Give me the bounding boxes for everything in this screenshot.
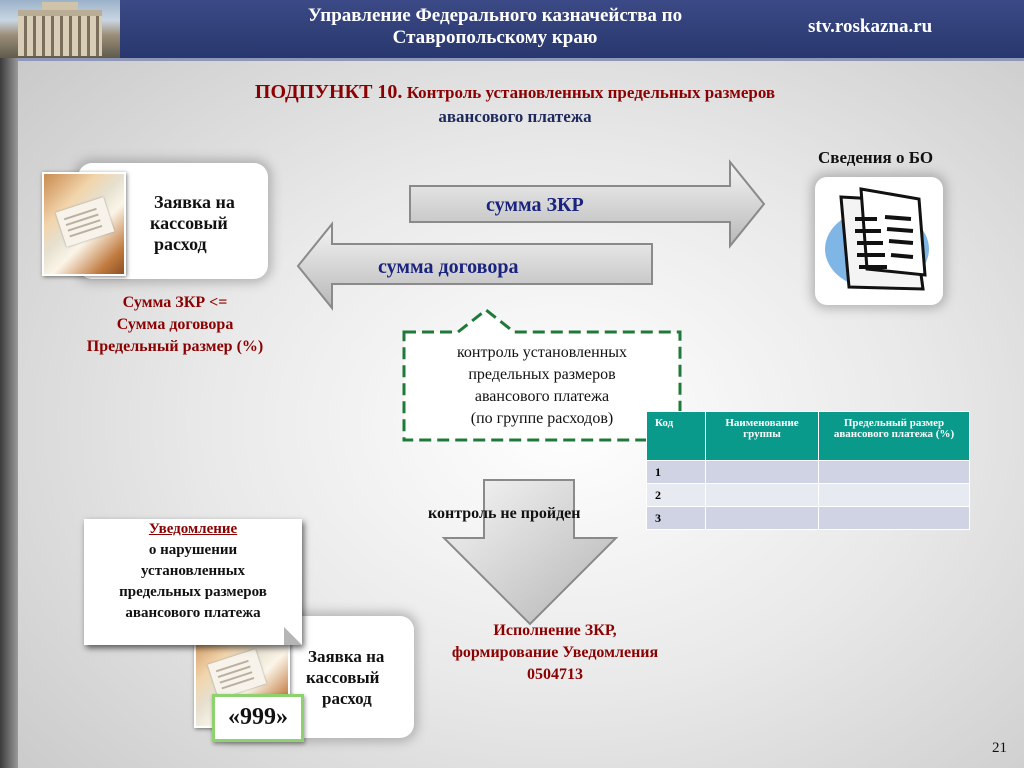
arrow-zkr-label: сумма ЗКР <box>486 194 584 216</box>
table-cell <box>705 483 819 507</box>
header-title: Управление Федерального казначейства по … <box>200 5 790 49</box>
title-line2: авансового платежа <box>438 107 592 126</box>
building-photo <box>0 0 120 58</box>
table-cell <box>818 483 970 507</box>
table-header-row: Код Наименование группы Предельный разме… <box>646 411 970 461</box>
control-failed-label: контроль не пройден <box>428 505 581 522</box>
left-edge-decoration <box>0 58 18 768</box>
table-header-limit: Предельный размер авансового платежа (%) <box>818 411 970 461</box>
request-card-bottom-label: Заявка на кассовый расход <box>306 647 385 708</box>
title-prefix: ПОДПУНКТ 10. <box>254 81 403 103</box>
page-title: ПОДПУНКТ 10. Контроль установленных пред… <box>80 80 950 129</box>
condition-text: Сумма ЗКР <= Сумма договора Предельный р… <box>86 294 264 355</box>
violation-notice: Уведомление о нарушении установленных пр… <box>84 519 302 645</box>
documents-icon <box>825 187 929 291</box>
table-cell: 1 <box>646 460 706 484</box>
table-row: 1 <box>646 460 970 484</box>
header-url[interactable]: stv.roskazna.ru <box>808 16 933 37</box>
table-cell <box>705 460 819 484</box>
table-row: 2 <box>646 483 970 507</box>
table-cell: 3 <box>646 506 706 530</box>
title-line1: Контроль установленных предельных размер… <box>402 83 776 102</box>
arrow-down <box>441 479 619 626</box>
header-title-line2: Ставропольскому краю <box>392 27 598 48</box>
table-cell: 2 <box>646 483 706 507</box>
execution-text: Исполнение ЗКР, формирование Уведомления… <box>451 622 659 683</box>
control-callout <box>402 308 682 442</box>
header-bar: Управление Федерального казначейства по … <box>0 0 1024 61</box>
table-header-code: Код <box>646 411 706 461</box>
control-callout-text: контроль установленных предельных размер… <box>456 344 628 427</box>
advance-limits-table: Код Наименование группы Предельный разме… <box>646 411 970 530</box>
notice-head: Уведомление <box>148 521 238 537</box>
request-card-top-label: Заявка на кассовый расход <box>150 192 235 254</box>
header-title-line1: Управление Федерального казначейства по <box>307 5 683 26</box>
code-999-badge: «999» <box>212 694 304 742</box>
table-cell <box>818 506 970 530</box>
arrow-contract-label: сумма договора <box>378 256 519 278</box>
table-cell <box>818 460 970 484</box>
documents-photo-top <box>42 172 126 276</box>
arrow-right-zkr <box>409 159 766 249</box>
table-cell <box>705 506 819 530</box>
page-number: 21 <box>992 740 1007 756</box>
table-header-group: Наименование группы <box>705 411 819 461</box>
arrow-left-contract <box>296 221 653 311</box>
table-row: 3 <box>646 506 970 530</box>
bo-card <box>815 177 943 305</box>
bo-title: Сведения о БО <box>818 148 934 167</box>
